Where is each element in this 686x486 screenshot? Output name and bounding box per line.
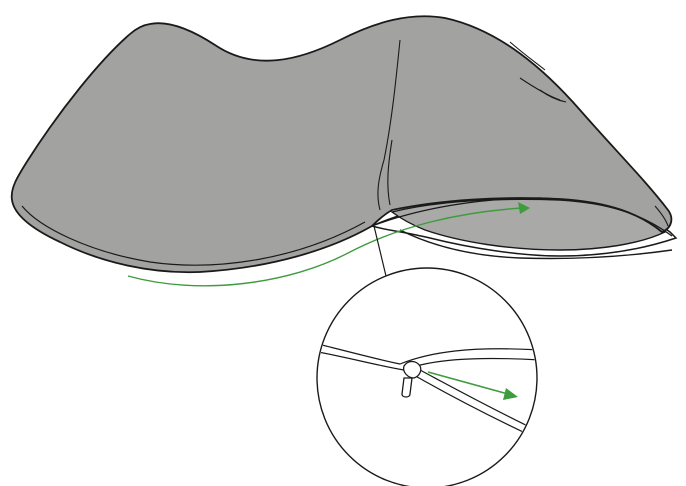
zipper-pull-tab-icon [402, 378, 412, 397]
zipper-detail-callout [317, 268, 540, 486]
detail-circle [317, 268, 537, 486]
callout-leader-line [374, 226, 386, 276]
